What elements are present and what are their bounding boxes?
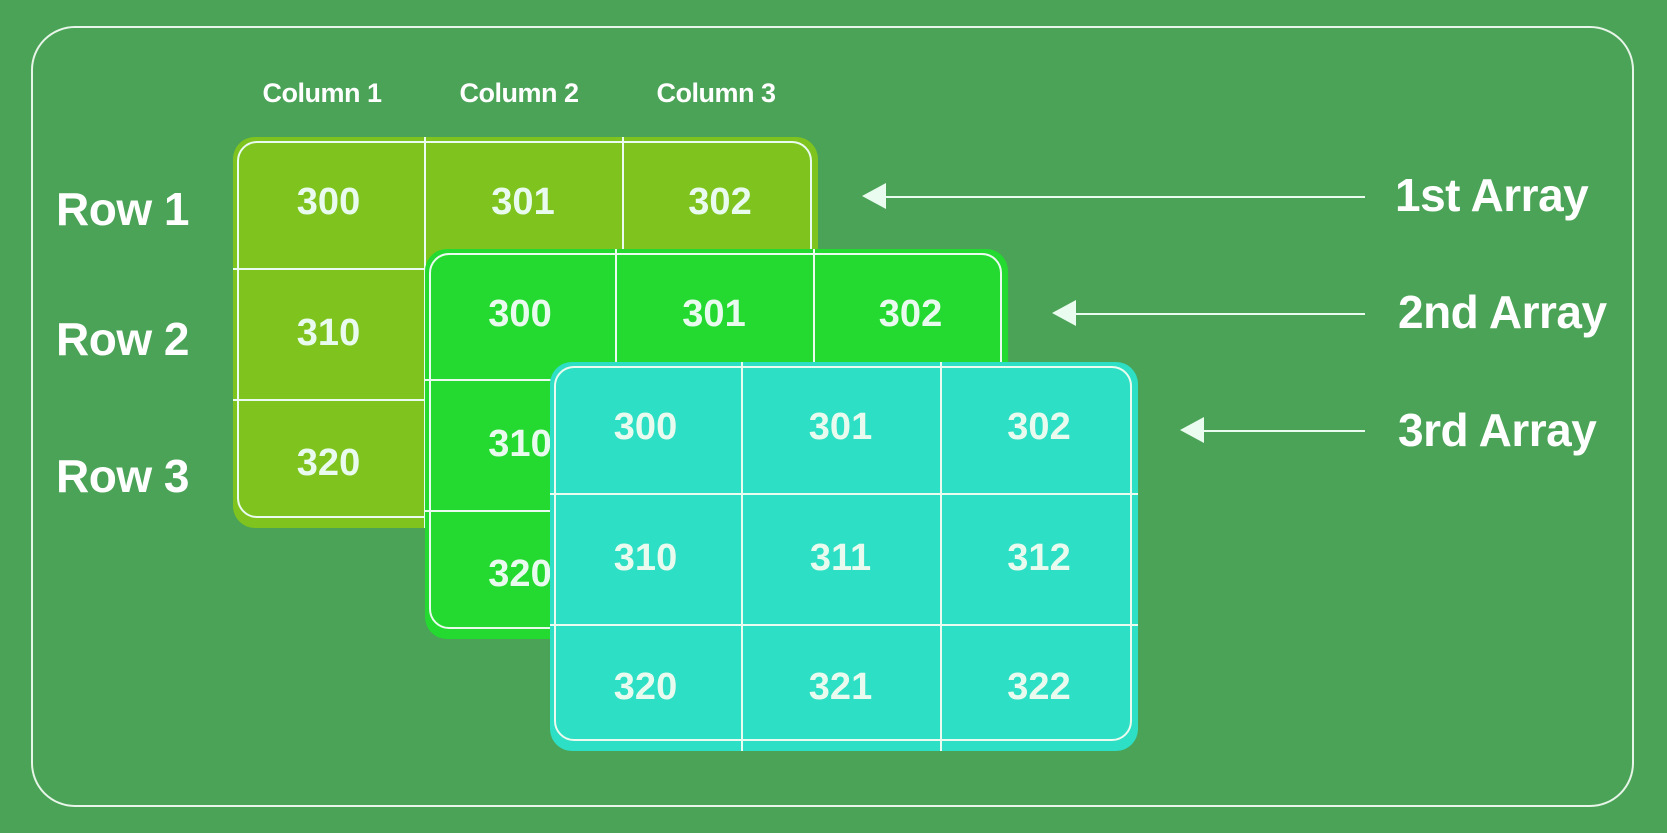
arrow-3-line (1198, 430, 1365, 432)
array-2-cell: 302 (878, 292, 943, 335)
array-1-cell: 302 (688, 181, 752, 223)
array-1-cell: 320 (296, 442, 361, 484)
array-2-cell: 310 (488, 423, 552, 465)
array-3-cell: 311 (809, 537, 872, 579)
array-2-cell: 320 (488, 553, 552, 595)
array-1-cell: 310 (296, 312, 361, 354)
array-2-cell: 301 (682, 292, 746, 335)
grid-divider (550, 624, 1138, 626)
row-label-2: Row 2 (56, 313, 189, 365)
array-label-1: 1st Array (1395, 169, 1589, 221)
array-3-cell: 321 (808, 666, 873, 708)
array-3-cell: 301 (808, 406, 873, 448)
array-label-2: 2nd Array (1398, 286, 1607, 338)
array-3-cell: 322 (1007, 666, 1071, 708)
array-3-grid: 300 301 302 310 311 312 320 321 322 (550, 362, 1138, 751)
array-label-3: 3rd Array (1398, 404, 1597, 456)
array-3-cell: 310 (613, 537, 678, 579)
column-label-1: Column 1 (262, 78, 382, 108)
grid-divider (940, 362, 942, 751)
array-3-cell: 300 (613, 406, 678, 448)
column-label-2: Column 2 (459, 78, 579, 108)
row-label-1: Row 1 (56, 183, 189, 235)
array-3-cell: 320 (613, 666, 678, 708)
array-1-cell: 301 (491, 181, 555, 223)
arrow-2-line (1070, 313, 1365, 315)
column-label-3: Column 3 (656, 78, 776, 108)
array-3-cell: 302 (1007, 406, 1071, 448)
array-2-cell: 300 (488, 292, 552, 335)
array-1-cell: 300 (296, 181, 361, 223)
grid-divider (550, 493, 1138, 495)
arrow-1-line (880, 196, 1365, 198)
diagram-frame (31, 26, 1634, 807)
grid-divider (741, 362, 743, 751)
row-label-3: Row 3 (56, 450, 189, 502)
array-3-border (554, 366, 1132, 741)
array-3-cell: 312 (1007, 537, 1071, 579)
